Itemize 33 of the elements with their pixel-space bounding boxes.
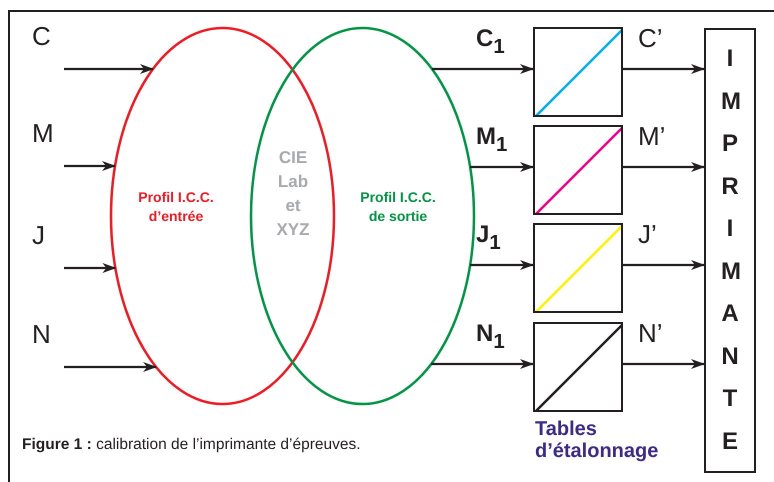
arrow [431, 359, 534, 369]
arrow [623, 260, 705, 270]
edge-label: M [32, 118, 54, 149]
arrow [623, 64, 705, 74]
arrow [432, 64, 534, 74]
printer-box [704, 28, 756, 473]
arrow [470, 162, 534, 172]
edge-label: N’ [638, 318, 663, 349]
tables-label: Tables d’étalonnage [535, 418, 660, 462]
edge-label: J [32, 220, 45, 251]
profile-ellipse [109, 26, 336, 406]
arrow [64, 64, 154, 74]
arrow [64, 161, 116, 171]
printer-label: IMPRIMANTE [721, 44, 739, 456]
edge-label: N [32, 319, 51, 350]
profile-label: Profil I.C.C. de sortie [359, 188, 437, 226]
profile-ellipse [249, 26, 476, 406]
profile-label: Profil I.C.C. d’entrée [137, 188, 215, 226]
edge-label: C’ [638, 23, 663, 54]
figure-caption: Figure 1 : calibration de l’imprimante d’épreuves. [22, 436, 361, 454]
arrow [470, 260, 534, 270]
edge-label: J’ [638, 219, 657, 250]
edge-label: J$_{1}$ [476, 221, 501, 256]
edge-label: M’ [638, 121, 666, 152]
edge-label: C$_{1}$ [476, 25, 505, 60]
arrow [64, 263, 116, 273]
edge-label: C [32, 21, 51, 52]
edge-label: M$_{1}$ [476, 123, 508, 158]
arrow [623, 359, 705, 369]
color-space-label: CIE Lab et XYZ [275, 147, 311, 241]
edge-label: N$_{1}$ [476, 320, 505, 354]
arrow [64, 362, 158, 372]
arrow [623, 162, 705, 172]
